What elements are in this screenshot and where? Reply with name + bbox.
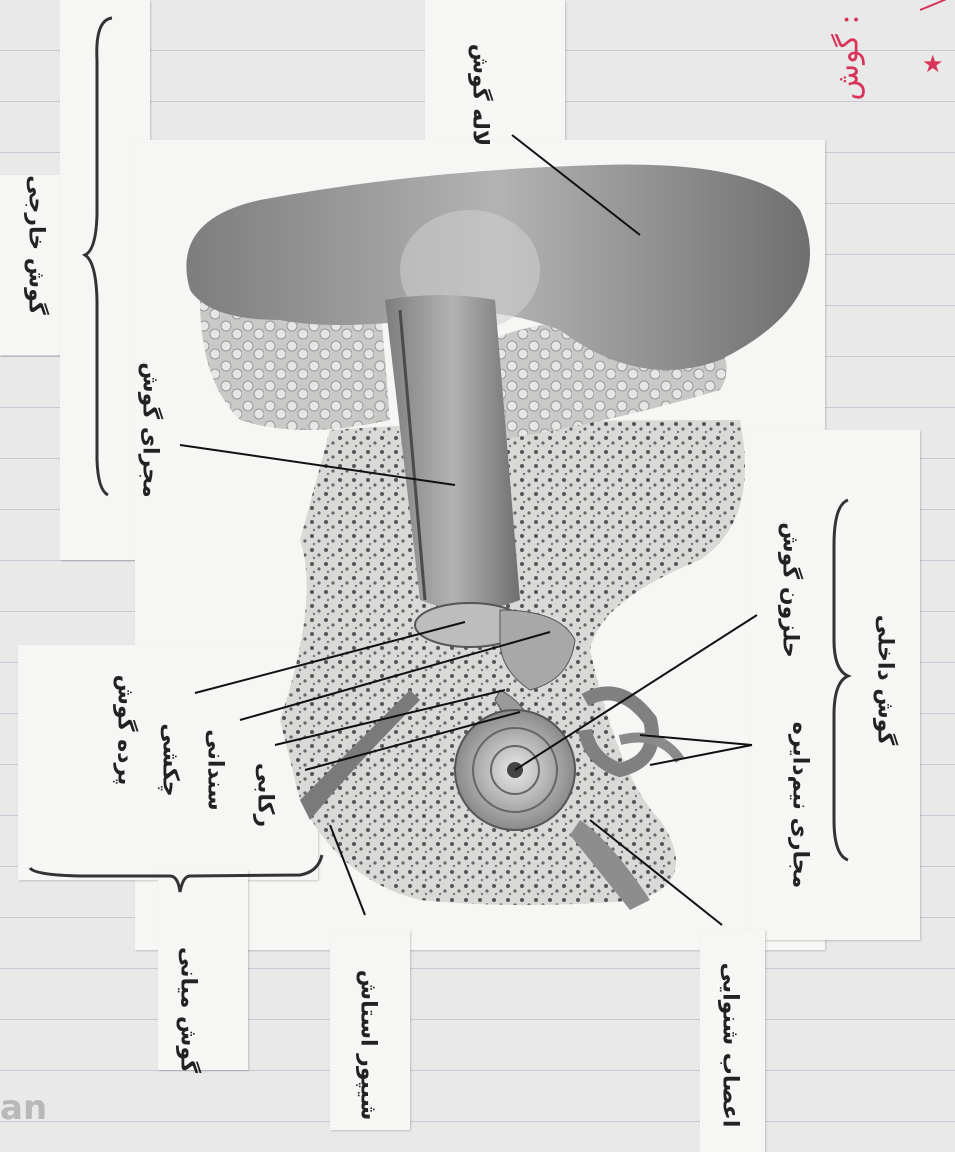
label-semicircular-canals: مجاری نیم‌دایره	[788, 722, 813, 888]
label-ear-canal: مجرای گوش	[138, 362, 163, 497]
label-cochlea: حلزون گوش	[778, 522, 803, 658]
label-pinna: لاله گوش	[468, 44, 493, 147]
bracket-middle-ear	[30, 855, 322, 892]
red-pen-stroke	[920, 0, 955, 10]
watermark-text: an	[0, 1088, 47, 1128]
star-mark: ★	[922, 50, 944, 78]
label-outer-ear: گوش خارجی	[24, 175, 49, 315]
label-middle-ear: گوش میانی	[176, 947, 201, 1073]
label-inner-ear: گوش داخلی	[873, 615, 898, 746]
label-eardrum: پرده گوش	[113, 675, 138, 786]
label-incus: سندانی	[203, 729, 228, 810]
bracket-outer-ear	[85, 18, 112, 495]
bracket-inner-ear	[834, 500, 848, 860]
label-stapes: رکابی	[253, 763, 278, 827]
label-malleus: چکشی	[158, 723, 183, 796]
label-auditory-nerve: اعصاب شنوایی	[718, 963, 743, 1128]
heading-handwritten: گوش :	[831, 14, 866, 100]
label-eustachian-tube: شیپور استاش	[356, 970, 381, 1121]
